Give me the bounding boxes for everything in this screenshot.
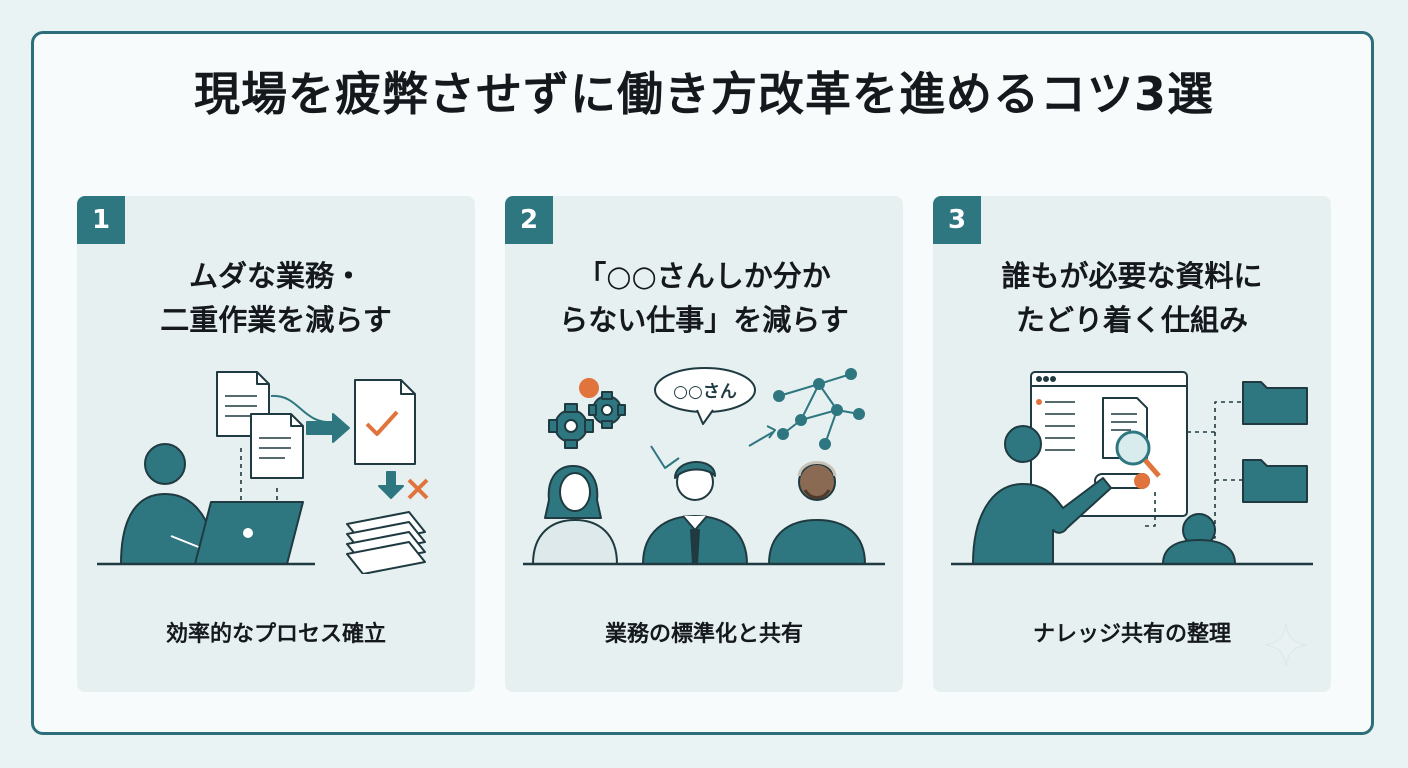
card-number-badge: 3 [933, 196, 981, 244]
card-heading-line: 二重作業を減らす [160, 303, 392, 337]
tip-card-2: 2 「○○さんしか分か らない仕事」を減らす ○○さん [505, 196, 903, 692]
document-search-illustration [951, 371, 1313, 566]
worker-with-documents-illustration [97, 371, 429, 574]
team-knowledge-network-illustration: ○○さん [523, 367, 885, 566]
card-number-badge: 2 [505, 196, 553, 244]
page-title: 現場を疲弊させずに働き方改革を進めるコツ3選 [193, 67, 1214, 121]
tip-card-1: 1 ムダな業務・ 二重作業を減らす [77, 196, 475, 692]
card-caption: 業務の標準化と共有 [604, 622, 803, 647]
tip-card-3: 3 誰もが必要な資料に たどり着く仕組み [933, 196, 1331, 692]
card-heading-line: 「○○さんしか分か [577, 259, 831, 293]
card-caption: ナレッジ共有の整理 [1032, 622, 1231, 647]
card-heading-line: 誰もが必要な資料に [1001, 259, 1263, 293]
card-heading-line: たどり着く仕組み [1015, 303, 1248, 337]
speech-bubble-text: ○○さん [673, 382, 737, 402]
card-heading: ムダな業務・ 二重作業を減らす [77, 254, 475, 342]
card-caption: 効率的なプロセス確立 [165, 622, 386, 647]
card-number-badge: 1 [77, 196, 125, 244]
card-heading-line: らない仕事」を減らす [559, 303, 849, 337]
card-heading-line: ムダな業務・ [188, 259, 363, 293]
sparkle-icon [1264, 623, 1308, 667]
card-heading: 誰もが必要な資料に たどり着く仕組み [933, 254, 1331, 342]
card-heading: 「○○さんしか分か らない仕事」を減らす [505, 254, 903, 342]
